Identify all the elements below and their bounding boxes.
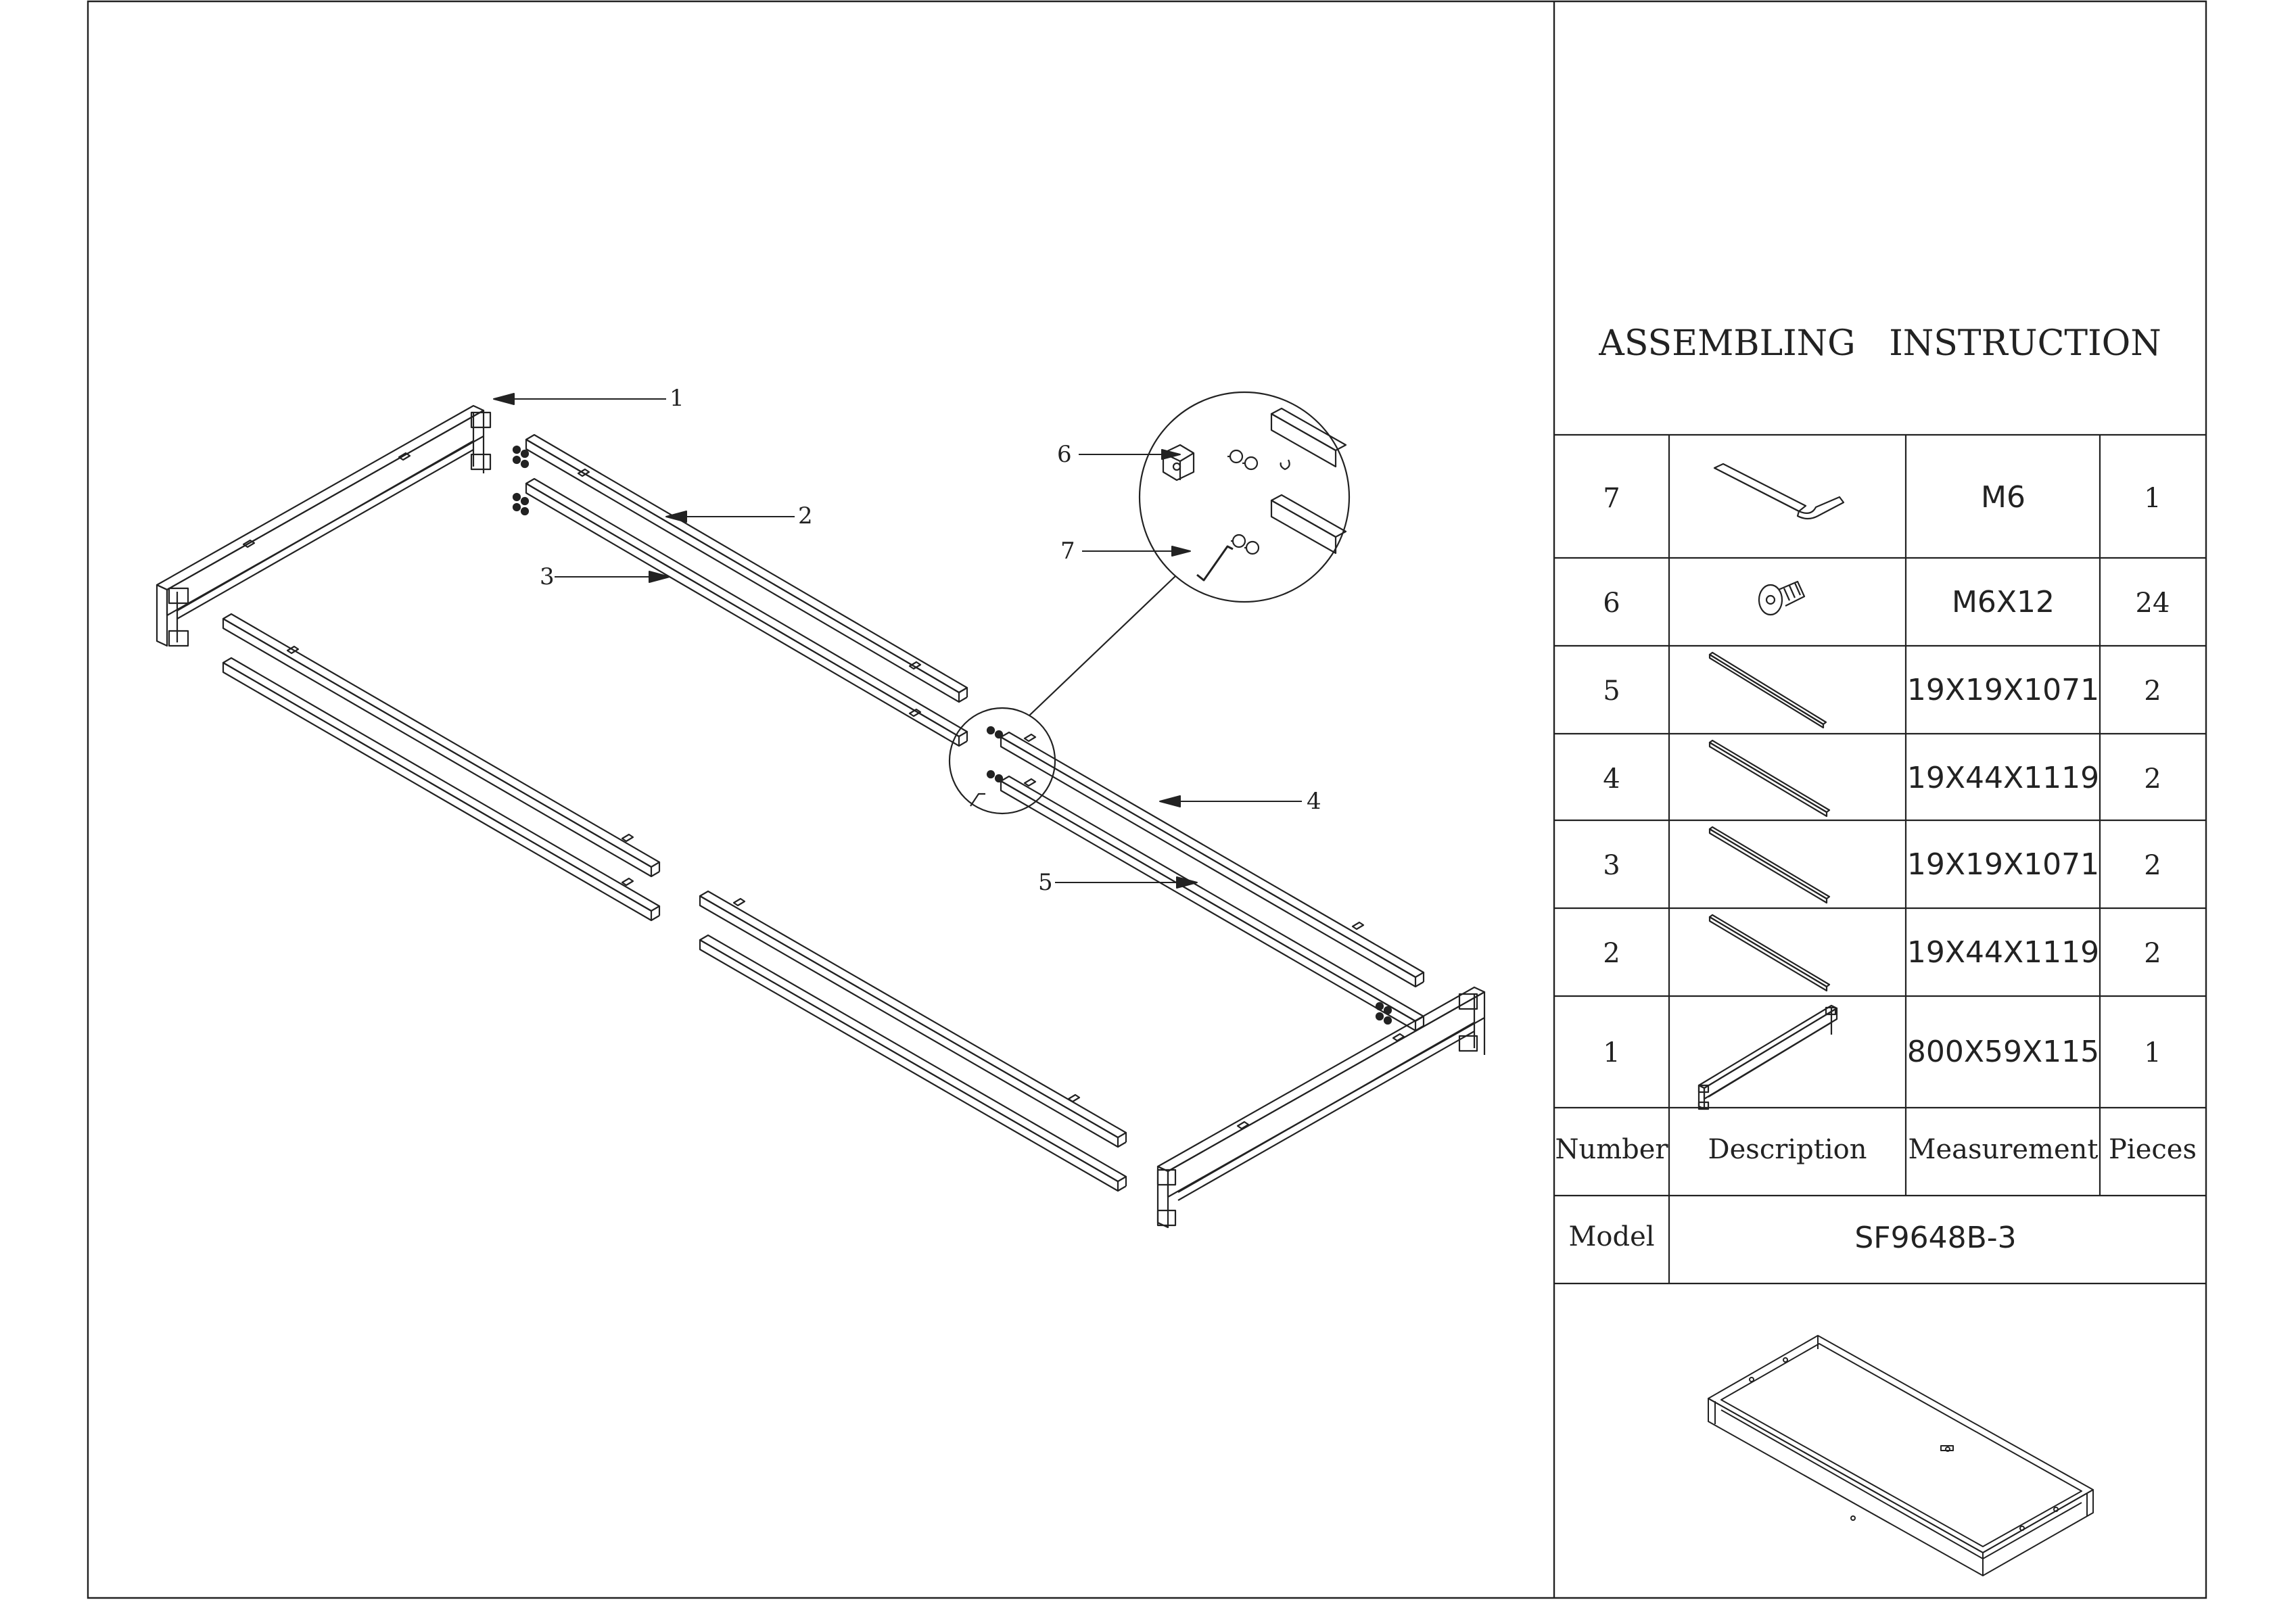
pieces-1: 1 [2144, 1037, 2161, 1068]
row-number-5: 5 [1603, 676, 1620, 707]
connector-block-icon [1163, 445, 1194, 480]
rail-pair-lower-left [223, 614, 659, 920]
header-description: Description [1708, 1134, 1867, 1165]
bolt-pair-lower [1231, 535, 1259, 554]
row-number-2: 2 [1603, 938, 1620, 969]
screw-clusters [513, 446, 1391, 1024]
end-frame-icon [1699, 1006, 1837, 1109]
hex-key-zoom-icon [1197, 546, 1233, 580]
callout-6: 6 [1057, 441, 1072, 468]
measurement-6: M6X12 [1952, 585, 2055, 619]
detail-marker-circle [950, 708, 1055, 814]
measurement-2: 19X44X1119 [1907, 935, 2099, 970]
callout-7: 7 [1060, 538, 1075, 565]
header-measurement: Measurement [1908, 1134, 2099, 1165]
measurement-1: 800X59X115 [1907, 1035, 2099, 1069]
measurement-3: 19X19X1071 [1907, 847, 2099, 882]
part-3-rail [526, 479, 967, 746]
hex-key-icon [1714, 464, 1844, 519]
sheet-border [88, 1, 2206, 1598]
measurement-4: 19X44X1119 [1907, 761, 2099, 795]
pieces-4: 2 [2144, 763, 2161, 795]
model-label: Model [1568, 1221, 1654, 1252]
leader-lines [494, 394, 1302, 888]
callout-3: 3 [540, 563, 555, 590]
row-number-1: 1 [1603, 1037, 1620, 1068]
rail-icon-3 [1710, 827, 1829, 903]
assembled-frame-preview [1708, 1336, 2093, 1576]
callout-4: 4 [1307, 788, 1321, 815]
callout-5: 5 [1038, 869, 1053, 896]
row-number-6: 6 [1603, 588, 1620, 619]
row-number-7: 7 [1603, 483, 1620, 514]
zoom-detail-content [1163, 408, 1346, 580]
model-value: SF9648B-3 [1854, 1221, 2016, 1255]
callout-1: 1 [670, 385, 684, 412]
page-title: ASSEMBLING INSTRUCTION [1598, 323, 2161, 364]
rail-icon-5 [1710, 653, 1826, 728]
pieces-6: 24 [2136, 588, 2170, 619]
row-number-3: 3 [1603, 850, 1620, 881]
header-number: Number [1555, 1134, 1668, 1165]
part-1-right-end-frame [1158, 987, 1484, 1227]
rail-pair-lower-middle [700, 891, 1126, 1191]
part-1-left-end-frame [157, 406, 490, 646]
measurement-7: M6 [1981, 480, 2025, 515]
rail-icon-2 [1710, 915, 1829, 991]
part-4-rail [1001, 732, 1424, 987]
pieces-3: 2 [2144, 850, 2161, 881]
header-pieces: Pieces [2109, 1134, 2197, 1165]
row-number-4: 4 [1603, 763, 1620, 795]
pieces-5: 2 [2144, 676, 2161, 707]
rail-icon-4 [1710, 740, 1829, 816]
detail-leader-line [1029, 576, 1175, 715]
measurement-5: 19X19X1071 [1907, 673, 2099, 707]
pieces-2: 2 [2144, 938, 2161, 969]
parts-table-grid [1554, 435, 2206, 1283]
exploded-view [157, 392, 1484, 1227]
part-2-rail [526, 435, 967, 702]
callout-2: 2 [798, 502, 813, 529]
pieces-7: 1 [2144, 483, 2161, 514]
hex-key-mini-icon [970, 794, 985, 806]
part-5-rail [1001, 776, 1424, 1031]
zoom-detail-circle [1140, 392, 1349, 602]
bolt-icon [1758, 582, 1804, 616]
bolt-pair-upper [1227, 450, 1257, 469]
